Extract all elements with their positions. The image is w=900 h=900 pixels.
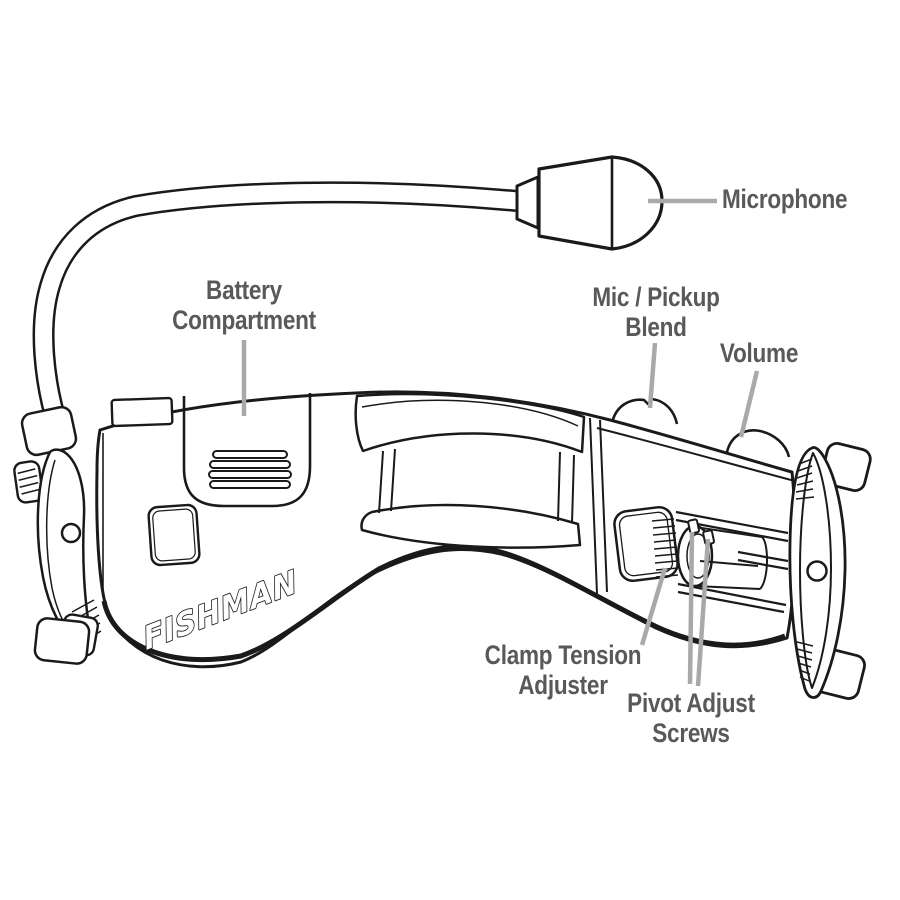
leader-lines	[241, 198, 760, 687]
left-clamp-top-pad	[20, 405, 78, 457]
left-clamp-assembly	[13, 405, 102, 665]
label-microphone: Microphone	[722, 184, 848, 214]
left-clamp-hole	[60, 522, 82, 544]
clamp-rail-mechanism	[613, 505, 789, 614]
body-square-detail	[147, 503, 201, 567]
label-mic-pickup-blend: Mic / Pickup Blend	[592, 282, 720, 342]
leader-pivot-screw-2	[695, 538, 711, 687]
leader-pivot-screw-1	[687, 531, 695, 685]
label-volume: Volume	[719, 338, 799, 368]
label-pivot-adjust-screws: Pivot Adjust Screws	[627, 688, 755, 748]
blend-knob	[610, 397, 679, 425]
left-clamp-bottom-pad	[33, 617, 91, 665]
microphone-capsule	[515, 155, 664, 251]
volume-knob	[725, 429, 791, 458]
leader-volume	[738, 370, 760, 438]
handle-window	[354, 392, 586, 549]
body-section-divider	[589, 417, 608, 595]
battery-compartment-door	[182, 393, 312, 508]
leader-blend	[647, 342, 658, 409]
battery-door-vents	[208, 450, 292, 489]
right-clamp-hole	[806, 560, 828, 582]
right-clamp-bracket	[788, 442, 872, 700]
label-clamp-tension-adjuster: Clamp Tension Adjuster	[484, 640, 642, 700]
body-right-bevel	[596, 427, 796, 482]
label-battery-compartment: Battery Compartment	[172, 275, 316, 335]
body-bottom-band	[101, 544, 786, 663]
body-top-latch	[110, 396, 174, 428]
clamp-tension-thumbwheel	[613, 505, 679, 583]
leader-clamp-tension	[639, 567, 668, 646]
gooseneck	[32, 181, 518, 431]
